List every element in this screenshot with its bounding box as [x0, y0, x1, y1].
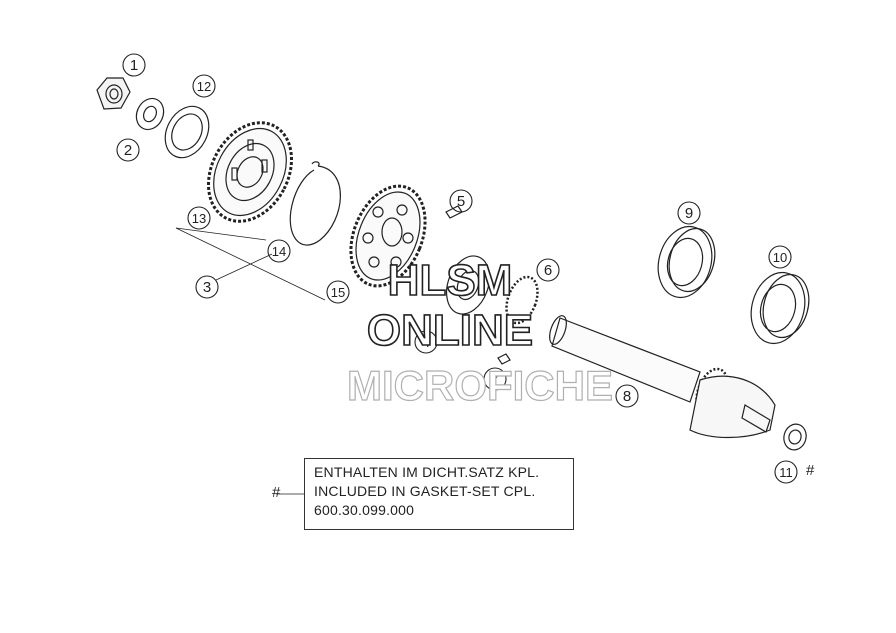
callout-14: 14	[272, 244, 286, 259]
callout-2: 2	[124, 142, 132, 159]
callout-13: 13	[192, 211, 206, 226]
bearing-9-drawing	[657, 225, 716, 299]
shim-ring-drawing	[164, 105, 210, 159]
hex-nut-drawing	[96, 77, 131, 110]
callout-3: 3	[203, 279, 211, 296]
callout-1: 1	[130, 57, 138, 74]
callout-12: 12	[197, 79, 211, 94]
watermark-line-1: HLSM	[387, 255, 513, 306]
callout-5: 5	[457, 193, 465, 210]
callout-11: 11	[779, 465, 793, 480]
needle-bearing-drawing	[783, 423, 807, 451]
balancer-shaft-drawing	[549, 315, 776, 439]
circlip-drawing	[289, 161, 341, 246]
callout-15: 15	[331, 285, 345, 300]
callout-4: 4	[422, 334, 430, 351]
leader-lines	[175, 227, 326, 495]
callout-6: 6	[544, 262, 552, 279]
callout-circles	[116, 53, 798, 484]
small-key-drawing	[497, 353, 511, 365]
gear-hub-drawing	[445, 255, 539, 325]
washer-drawing	[135, 97, 165, 131]
callout-10: 10	[773, 250, 787, 265]
note-line-german: ENTHALTEN IM DICHT.SATZ KPL.	[314, 464, 540, 480]
part-11-gasket-marker: #	[806, 462, 815, 479]
watermark-line-3: MICROFICHE	[346, 361, 613, 409]
note-line-english: INCLUDED IN GASKET-SET CPL.	[314, 483, 536, 499]
gasket-set-note: ENTHALTEN IM DICHT.SATZ KPL. INCLUDED IN…	[304, 458, 574, 530]
note-marker: #	[272, 484, 281, 501]
large-sprocket-drawing	[207, 121, 293, 223]
watermark-line-2: ONLINE	[366, 305, 534, 356]
small-sprocket-drawing	[349, 184, 427, 288]
note-line-part-number: 600.30.099.000	[314, 502, 415, 518]
callout-7: 7	[491, 371, 499, 388]
bearing-10-drawing	[750, 271, 810, 345]
callout-9: 9	[685, 205, 693, 222]
callout-8: 8	[623, 388, 631, 405]
